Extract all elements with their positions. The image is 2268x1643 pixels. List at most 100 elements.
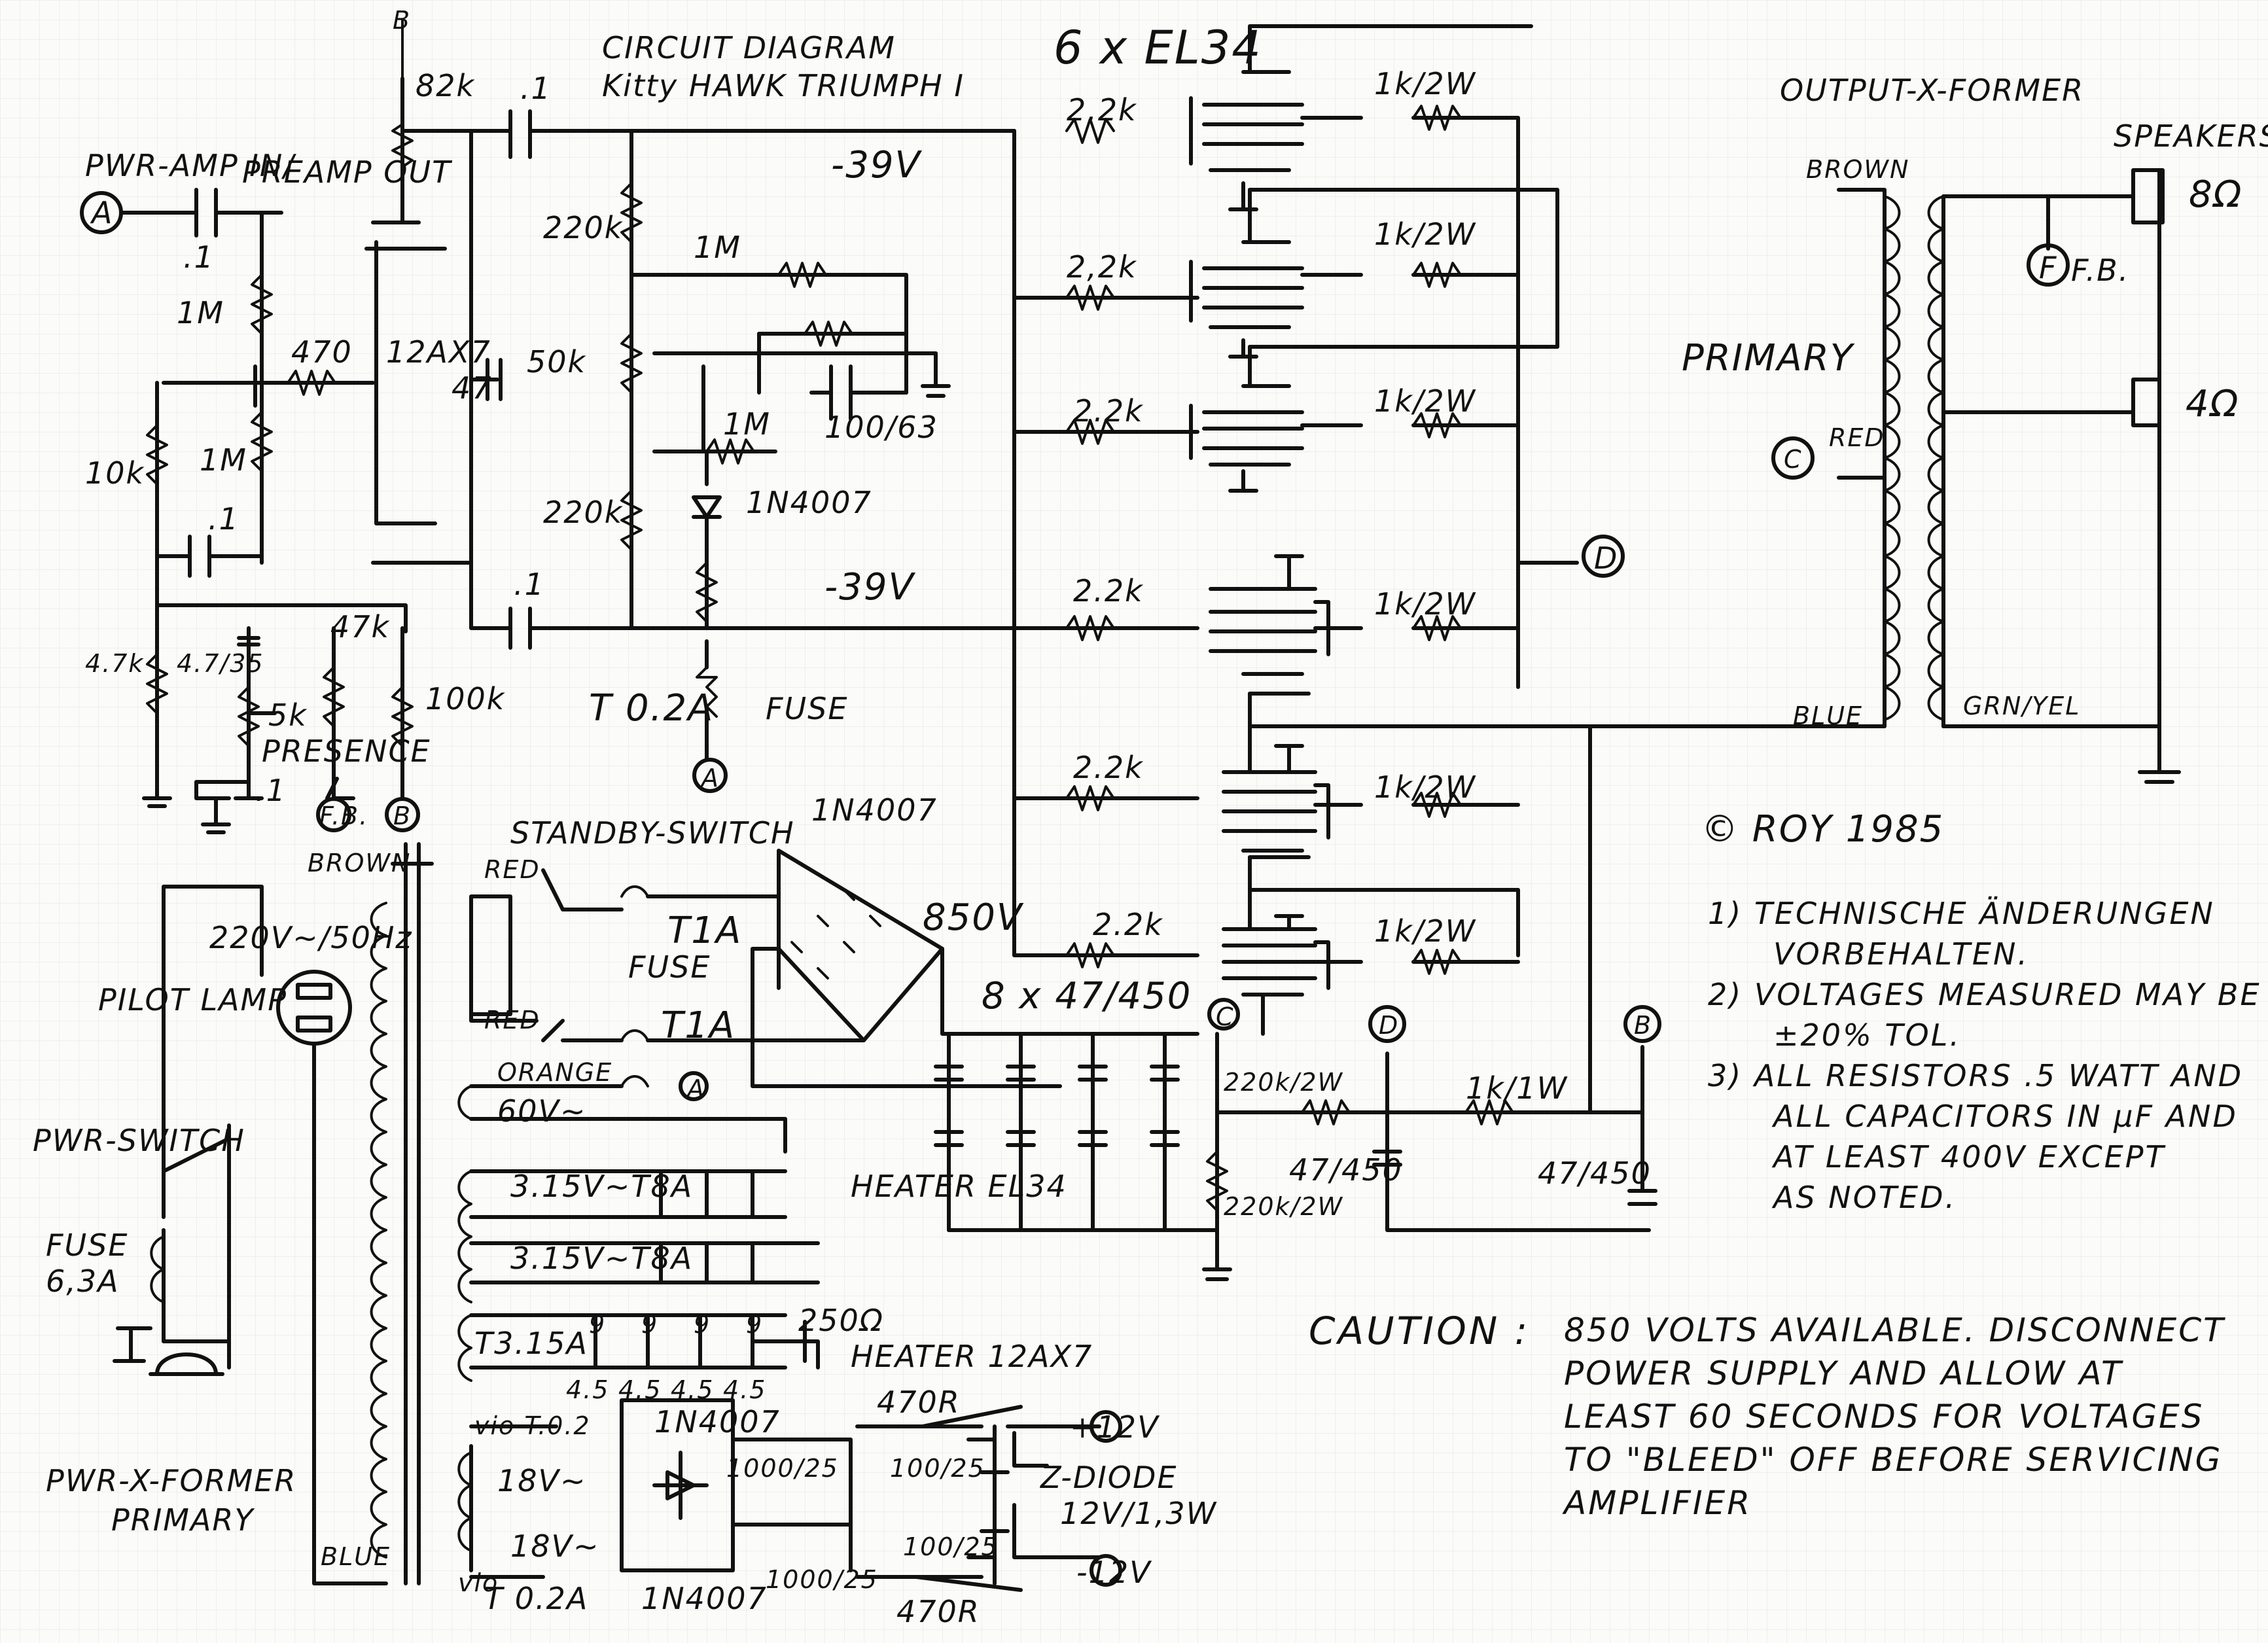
tube-12ax7-label: 12AX7	[386, 334, 491, 370]
fb-speaker-label: F.B.	[2071, 253, 2130, 288]
heater-el34-label: HEATER EL34	[851, 1169, 1067, 1204]
note-3-line-2: ALL CAPACITORS IN µF AND	[1773, 1099, 2238, 1134]
heater-2-label: 3.15V~T8A	[510, 1241, 694, 1276]
preamp-out-label: PREAMP OUT	[242, 154, 452, 190]
orange-label: ORANGE	[497, 1058, 613, 1087]
r-9-c-label: 9	[694, 1310, 711, 1339]
node-fb-speaker: F	[2039, 250, 2058, 285]
r-470r-a-label: 470R	[877, 1385, 961, 1420]
r-1k2w-1-label: 1k/2W	[1374, 66, 1477, 101]
z-diode-label: Z-DIODE	[1040, 1460, 1178, 1495]
v18-b-label: 18V~	[510, 1528, 600, 1564]
node-b-supply: B	[1634, 1011, 1653, 1040]
caution-line-3: LEAST 60 SECONDS FOR VOLTAGES	[1564, 1398, 2205, 1436]
note-1-line-1: 1) TECHNISCHE ÄNDERUNGEN	[1708, 896, 2215, 931]
caution-line-2: POWER SUPPLY AND ALLOW AT	[1564, 1354, 2123, 1392]
pwr-switch-label: PWR-SWITCH	[33, 1123, 245, 1158]
output-transformer	[1771, 168, 2181, 784]
r-1m-a-label: 1M	[177, 295, 224, 330]
r-470-label: 470	[291, 334, 353, 370]
node-b-top: B	[393, 6, 412, 35]
vio-label: vio	[458, 1568, 499, 1597]
input-section	[80, 18, 1016, 834]
c-01-in-label: .1	[183, 239, 215, 275]
r-1k2w-6-label: 1k/2W	[1374, 913, 1477, 949]
r-1m-b-label: 1M	[200, 442, 247, 478]
power-supply	[113, 842, 1661, 1592]
fuse-63-label: FUSE	[46, 1228, 129, 1263]
node-fb-presence: F.B.	[319, 802, 369, 830]
t02a-bottom-label: T 0.2A	[484, 1581, 589, 1616]
heater-1-label: 3.15V~T8A	[510, 1169, 694, 1204]
r-220k-a-label: 220k	[543, 210, 624, 245]
standby-switch-label: STANDBY-SWITCH	[510, 815, 795, 851]
vio-t02-label: vio T.0.2	[474, 1411, 591, 1440]
presence-label: PRESENCE	[262, 733, 431, 769]
r-2-2k-4-label: 2.2k	[1073, 573, 1144, 609]
diode-1n4007-a-label: 1N4007	[746, 485, 872, 520]
red-1-label: RED	[484, 855, 540, 884]
output-xformer-label: OUTPUT-X-FORMER	[1780, 73, 2085, 108]
r-4-5-a-label: 4.5	[566, 1375, 610, 1404]
v-plus12-label: +12V	[1070, 1409, 1160, 1445]
note-2-line-1: 2) VOLTAGES MEASURED MAY BE	[1708, 977, 2261, 1012]
r-470r-b-label: 470R	[896, 1594, 980, 1629]
node-d-supply: D	[1379, 1011, 1400, 1040]
note-2-line-2: ±20% TOL.	[1773, 1017, 1961, 1053]
diode-1n4007-b-label: 1N4007	[811, 792, 938, 828]
r-4-5-c-label: 4.5	[671, 1375, 715, 1404]
c-01-low-label: .1	[514, 567, 545, 602]
r-10k-label: 10k	[85, 455, 145, 491]
caution-line-1: 850 VOLTS AVAILABLE. DISCONNECT	[1564, 1311, 2225, 1349]
note-3-line-4: AS NOTED.	[1773, 1180, 1957, 1215]
r-1k1w-label: 1k/1W	[1466, 1070, 1568, 1106]
r-2-2k-1-label: 2,2k	[1067, 92, 1137, 128]
fuse-63-value: 6,3A	[46, 1263, 120, 1299]
caution-line-4: TO "BLEED" OFF BEFORE SERVICING	[1564, 1441, 2223, 1479]
grn-yel-label: GRN/YEL	[1963, 692, 2081, 720]
fuse-word-label: FUSE	[766, 691, 849, 726]
copyright-label: © ROY 1985	[1701, 808, 1945, 851]
note-1-line-2: VORBEHALTEN.	[1773, 936, 2030, 972]
diode-1n4007-d-label: 1N4007	[641, 1581, 768, 1616]
r-82k-label: 82k	[416, 68, 476, 103]
c-1000-25-b-label: 1000/25	[766, 1565, 878, 1594]
r-1m-c-label: 1M	[694, 230, 741, 265]
v18-a-label: 18V~	[497, 1463, 587, 1498]
output-stage	[1012, 24, 1887, 1114]
node-d-stage: D	[1594, 540, 1619, 576]
tube-count-label: 6 x EL34	[1054, 21, 1262, 75]
v-neg39-b-label: -39V	[824, 566, 915, 609]
c-100-25-b-label: 100/25	[903, 1532, 999, 1561]
caution-line-5: AMPLIFIER	[1564, 1484, 1752, 1522]
r-4-5-b-label: 4.5	[618, 1375, 662, 1404]
primary-label: PRIMARY	[1682, 337, 1854, 380]
r-2-2k-3-label: 2.2k	[1073, 393, 1144, 429]
r-220k2w-a-label: 220k/2W	[1224, 1068, 1344, 1097]
red-out-label: RED	[1829, 423, 1885, 452]
ohm-8-label: 8Ω	[2189, 173, 2243, 216]
r-9-a-label: 9	[589, 1310, 607, 1339]
speakers-label: SPEAKERS	[2114, 118, 2268, 154]
v-850-label: 850V	[923, 896, 1023, 939]
mains-label: 220V~/50Hz	[209, 920, 413, 955]
node-a-input: A	[92, 195, 114, 230]
r-220k-b-label: 220k	[543, 495, 624, 530]
r-1k2w-5-label: 1k/2W	[1374, 769, 1477, 805]
pwr-xformer-label: PWR-X-FORMER	[46, 1463, 297, 1498]
heater-12ax7-label: HEATER 12AX7	[851, 1339, 1093, 1374]
caps-8x-label: 8 x 47/450	[982, 975, 1192, 1017]
blue-pwr-label: BLUE	[321, 1542, 391, 1571]
brown-pwr-label: BROWN	[308, 849, 412, 877]
t315a-label: T3.15A	[474, 1326, 588, 1361]
c-01-mid-label: .1	[208, 501, 239, 537]
pilot-lamp-label: PILOT LAMP	[98, 982, 287, 1017]
v-minus12-label: -12V	[1076, 1555, 1152, 1590]
title-line-1: CIRCUIT DIAGRAM	[602, 30, 896, 65]
r-2-2k-5-label: 2.2k	[1073, 750, 1144, 785]
c-47-label: 47	[452, 370, 493, 406]
c-01-top-label: .1	[520, 71, 552, 106]
node-b-presence: B	[393, 802, 412, 830]
